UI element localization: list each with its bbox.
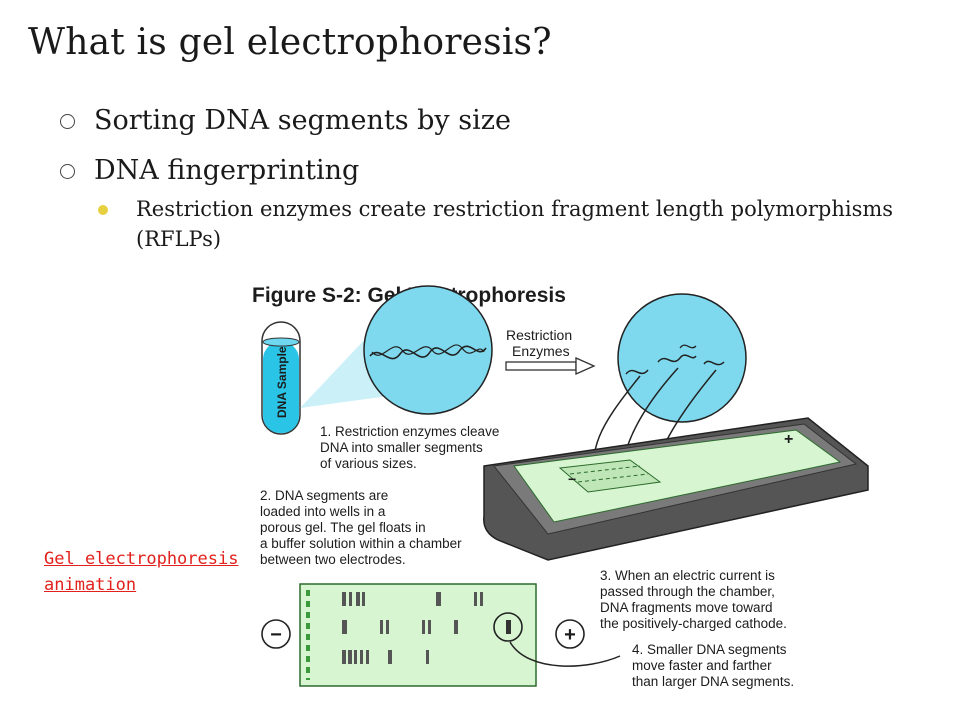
gel-closeup-icon <box>299 583 621 687</box>
ring-bullet-icon <box>60 164 75 179</box>
negative-electrode-icon: − <box>261 619 291 649</box>
svg-text:−: − <box>270 624 282 646</box>
dot-bullet-icon <box>98 205 108 215</box>
right-arrow-icon <box>505 356 596 376</box>
gel-electrophoresis-animation-link[interactable]: Gel electrophoresis animation <box>44 549 239 595</box>
slide-title: What is gel electrophoresis? <box>28 22 552 63</box>
figure-illustration: Figure S-2: Gel Electrophoresis DNA Samp… <box>252 284 869 689</box>
tube-label: DNA Sample <box>275 346 289 418</box>
enzyme-label-line1: Restriction <box>506 327 572 343</box>
bullet-item: Sorting DNA segments by size <box>58 104 918 138</box>
bullet-list: Sorting DNA segments by size DNA fingerp… <box>58 104 918 254</box>
test-tube-icon: DNA Sample <box>261 321 301 435</box>
positive-electrode-icon: + <box>555 619 585 649</box>
dna-fragments-circle-icon <box>617 293 747 423</box>
svg-text:+: + <box>564 624 576 646</box>
dna-intact-circle-icon <box>363 285 493 415</box>
step4-text: 4. Smaller DNA segments move faster and … <box>632 642 794 689</box>
sub-bullet-item: Restriction enzymes create restriction f… <box>94 194 918 254</box>
step2-text: 2. DNA segments are loaded into wells in… <box>260 488 465 567</box>
bullet-text: DNA fingerprinting <box>94 155 360 186</box>
bullet-text: Sorting DNA segments by size <box>94 105 511 136</box>
step1-text: 1. Restriction enzymes cleave DNA into s… <box>320 424 503 471</box>
bullet-item: DNA fingerprinting <box>58 154 918 188</box>
ring-bullet-icon <box>60 114 75 129</box>
sub-bullet-text: Restriction enzymes create restriction f… <box>136 197 894 251</box>
electrophoresis-chamber-icon: − + <box>483 417 869 561</box>
svg-text:+: + <box>784 431 793 448</box>
gel-electrophoresis-figure: Figure S-2: Gel Electrophoresis DNA Samp… <box>248 278 908 698</box>
step3-text: 3. When an electric current is passed th… <box>600 568 787 631</box>
enzyme-label-line2: Enzymes <box>512 343 570 359</box>
svg-text:−: − <box>568 471 576 487</box>
